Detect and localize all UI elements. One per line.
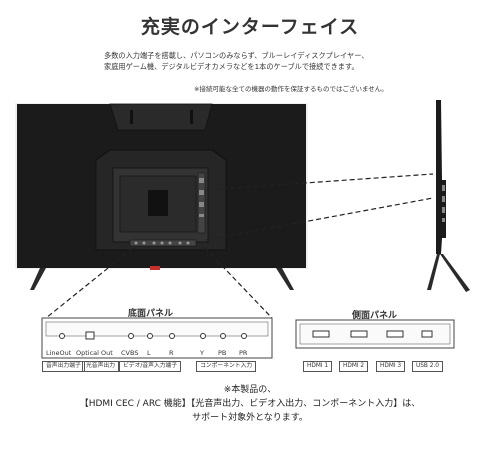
- page-title: 充実のインターフェイス: [140, 16, 360, 38]
- footer-line-1: ※本製品の、: [223, 385, 277, 395]
- group-component-in: コンポーネント入力: [196, 361, 257, 372]
- port-label-y: Y: [200, 349, 204, 357]
- group-video-audio-in: ビデオ/音声入力端子: [119, 361, 182, 372]
- port-label-pb: PB: [218, 349, 227, 357]
- side-port-hdmi-3: HDMI 3: [376, 361, 406, 372]
- footer-line-3: サポート対象外となります。: [192, 413, 308, 423]
- bottom-panel-title: 底面パネル: [128, 309, 174, 319]
- tv-rear-view: [15, 103, 308, 290]
- compatibility-note: ※接続可能な全ての機器の動作を保証するものではございません。: [194, 85, 388, 93]
- description-line-2: 家庭用ゲーム機、デジタルビデオカメラなどを1本のケーブルで接続できます。: [104, 62, 359, 71]
- port-label-l: L: [147, 349, 151, 357]
- side-panel-title: 側面パネル: [352, 311, 398, 321]
- port-label-pr: PR: [239, 349, 248, 357]
- tv-side-view: [427, 100, 470, 292]
- port-label-cvbs: CVBS: [121, 349, 139, 357]
- port-label-lineout: LineOut: [46, 349, 72, 357]
- side-port-hdmi-2: HDMI 2: [339, 361, 369, 372]
- group-audio-out: 音声出力端子: [42, 361, 85, 372]
- side-port-hdmi-1: HDMI 1: [303, 361, 333, 372]
- description-line-1: 多数の入力端子を搭載し、パソコンのみならず、ブルーレイディスクプレイヤー、: [104, 51, 369, 60]
- side-port-usb: USB 2.0: [412, 361, 443, 372]
- footer-line-2: 【HDMI CEC / ARC 機能】【光音声出力、ビデオ入出力、コンポーネント…: [79, 399, 421, 409]
- port-label-r: R: [169, 349, 174, 357]
- port-label-optical-out: Optical Out: [76, 349, 113, 357]
- group-optical-out: 光音声出力: [82, 361, 119, 372]
